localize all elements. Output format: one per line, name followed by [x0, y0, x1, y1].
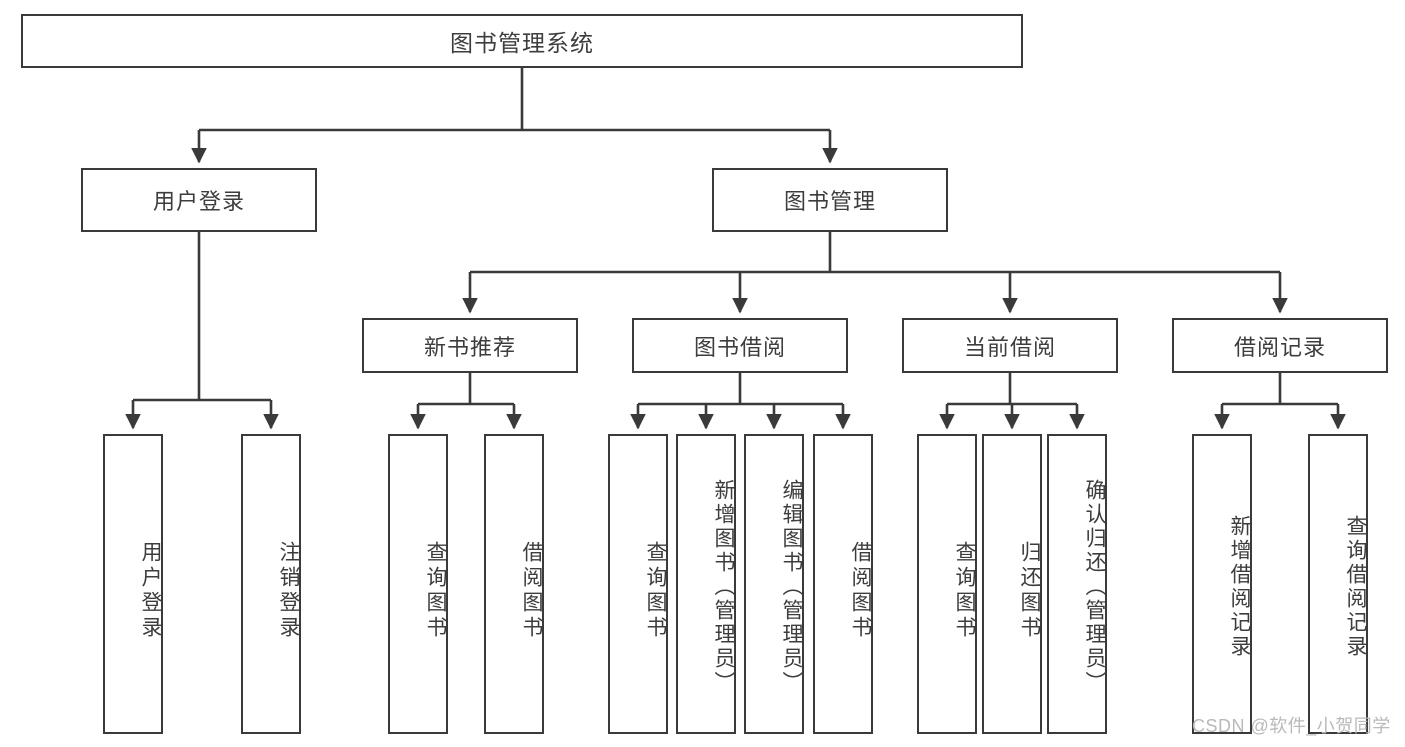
leaf-edit-book-admin[interactable]: 编辑图书（管理员）	[744, 434, 804, 734]
node-book-manage[interactable]: 图书管理	[712, 168, 948, 232]
node-label: 借阅图书	[520, 541, 543, 641]
leaf-logout[interactable]: 注销登录	[241, 434, 301, 734]
node-label: 归还图书	[1018, 541, 1041, 641]
node-root-system[interactable]: 图书管理系统	[21, 14, 1023, 68]
leaf-return-book[interactable]: 归还图书	[982, 434, 1042, 734]
leaf-query-book-borrow[interactable]: 查询图书	[608, 434, 668, 734]
leaf-borrow-book-borrow[interactable]: 借阅图书	[813, 434, 873, 734]
watermark-text: CSDN @软件_小贺同学	[1192, 716, 1391, 736]
leaf-query-borrow-record[interactable]: 查询借阅记录	[1308, 434, 1368, 734]
node-label: 新增图书（管理员）	[712, 479, 735, 695]
node-label: 查询图书	[424, 541, 447, 641]
node-current-borrow[interactable]: 当前借阅	[902, 318, 1118, 373]
node-label: 借阅图书	[849, 541, 872, 641]
node-label: 查询图书	[953, 541, 976, 641]
node-label: 查询图书	[644, 541, 667, 641]
node-label: 借阅记录	[1233, 334, 1326, 360]
leaf-add-borrow-record[interactable]: 新增借阅记录	[1192, 434, 1252, 734]
node-label: 注销登录	[277, 541, 300, 641]
node-label: 编辑图书（管理员）	[780, 479, 803, 695]
node-label: 新增借阅记录	[1228, 515, 1251, 659]
node-label: 用户登录	[139, 541, 162, 641]
node-label: 图书管理系统	[450, 30, 594, 56]
node-label: 图书借阅	[693, 334, 786, 360]
node-book-borrow[interactable]: 图书借阅	[632, 318, 848, 373]
leaf-borrow-book-new[interactable]: 借阅图书	[484, 434, 544, 734]
node-new-book-recommend[interactable]: 新书推荐	[362, 318, 578, 373]
node-label: 当前借阅	[963, 334, 1056, 360]
node-label: 新书推荐	[423, 334, 516, 360]
node-label: 用户登录	[152, 189, 245, 214]
leaf-query-book-current[interactable]: 查询图书	[917, 434, 977, 734]
leaf-query-book-new[interactable]: 查询图书	[388, 434, 448, 734]
leaf-user-login[interactable]: 用户登录	[103, 434, 163, 734]
node-label: 图书管理	[783, 189, 876, 214]
leaf-confirm-return-admin[interactable]: 确认归还（管理员）	[1047, 434, 1107, 734]
leaf-add-book-admin[interactable]: 新增图书（管理员）	[676, 434, 736, 734]
node-label: 确认归还（管理员）	[1083, 479, 1106, 695]
node-label: 查询借阅记录	[1344, 515, 1367, 659]
node-borrow-record[interactable]: 借阅记录	[1172, 318, 1388, 373]
node-user-login[interactable]: 用户登录	[81, 168, 317, 232]
